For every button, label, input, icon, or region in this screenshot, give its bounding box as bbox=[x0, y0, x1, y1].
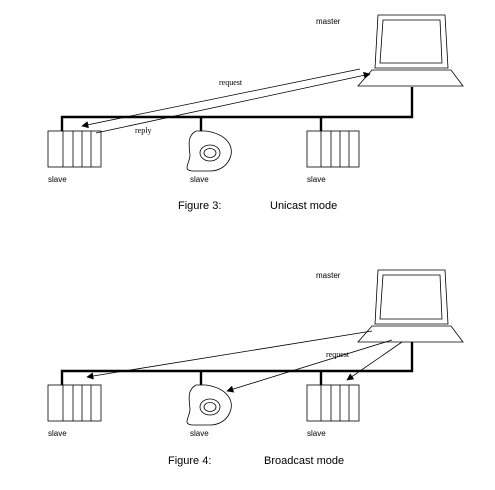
master-label: master bbox=[316, 271, 341, 280]
master-label: master bbox=[316, 17, 341, 26]
bus-line bbox=[60, 87, 414, 131]
slave-label-2: slave bbox=[190, 429, 209, 438]
figure-4-broadcast: master slave slave slave bbox=[47, 269, 464, 467]
slave-rack-icon bbox=[306, 384, 360, 422]
broadcast-arrow-3 bbox=[346, 341, 403, 381]
figure-4-caption-number: Figure 4: bbox=[168, 455, 211, 467]
broadcast-arrow-1 bbox=[86, 330, 373, 380]
figure-3-unicast: master slave slave slave bbox=[47, 14, 464, 212]
request-label: request bbox=[219, 78, 243, 87]
slave-rack-icon bbox=[47, 384, 102, 422]
master-laptop-icon bbox=[357, 269, 464, 343]
broadcast-arrow-2 bbox=[226, 339, 393, 393]
slave-disk-icon bbox=[186, 130, 232, 172]
slave-label-3: slave bbox=[307, 175, 326, 184]
slave-label-1: slave bbox=[48, 175, 67, 184]
slave-label-1: slave bbox=[48, 429, 67, 438]
request-arrow bbox=[81, 68, 361, 129]
slave-rack-icon bbox=[47, 130, 102, 168]
reply-arrow bbox=[95, 71, 371, 134]
figure-3-caption-mode: Unicast mode bbox=[270, 200, 337, 212]
request-label: request bbox=[326, 350, 350, 359]
figure-4-caption-mode: Broadcast mode bbox=[264, 455, 344, 467]
figure-3-caption-number: Figure 3: bbox=[178, 200, 221, 212]
slave-label-3: slave bbox=[307, 429, 326, 438]
slave-label-2: slave bbox=[190, 175, 209, 184]
bus-line bbox=[60, 342, 414, 385]
slave-rack-icon bbox=[306, 130, 360, 168]
slave-disk-icon bbox=[186, 384, 232, 426]
master-laptop-icon bbox=[357, 14, 464, 87]
reply-label: reply bbox=[135, 126, 151, 135]
